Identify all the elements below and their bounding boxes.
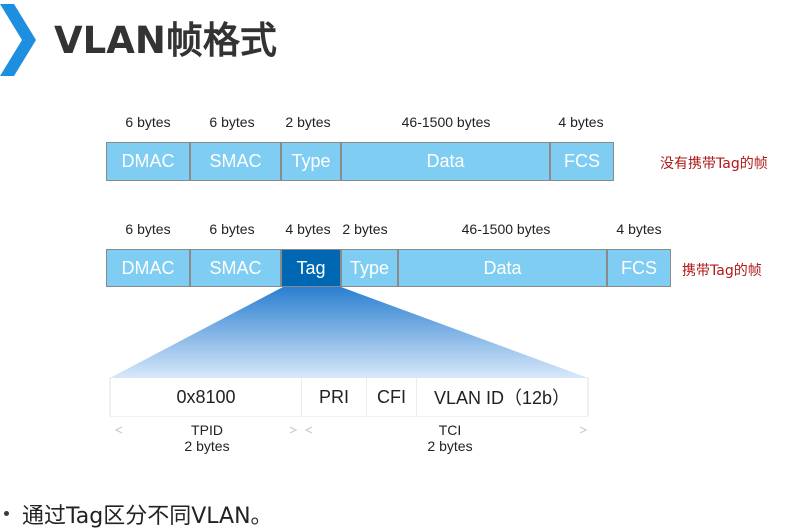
field-fcs: FCS	[550, 142, 614, 181]
tci-label: TCI	[438, 422, 462, 438]
tpid-label: TPID	[191, 422, 223, 438]
size-label-tag: 4 bytes	[285, 221, 331, 237]
size-label-data: 46-1500 bytes	[401, 114, 491, 130]
field-smac: SMAC	[190, 142, 281, 181]
field-tag: Tag	[281, 249, 341, 287]
tagged-frame-caption: 携带Tag的帧	[682, 263, 762, 279]
tag-field-pri: PRI	[302, 378, 366, 416]
field-dmac: DMAC	[106, 249, 190, 287]
bullet-dot	[4, 511, 9, 516]
field-dmac: DMAC	[106, 142, 190, 181]
tag-field-tpid-value: 0x8100	[111, 378, 301, 416]
title-chevron-icon	[0, 4, 36, 76]
size-label-fcs: 4 bytes	[616, 221, 662, 237]
field-type: Type	[281, 142, 341, 181]
tag-field-cfi: CFI	[367, 378, 416, 416]
field-smac: SMAC	[190, 249, 281, 287]
field-data: Data	[341, 142, 550, 181]
untagged-frame-caption: 没有携带Tag的帧	[660, 156, 768, 172]
size-label-smac: 6 bytes	[209, 114, 255, 130]
tag-expansion-wedge	[110, 287, 588, 378]
size-label-fcs: 4 bytes	[558, 114, 604, 130]
size-label-dmac: 6 bytes	[125, 221, 171, 237]
size-label-type: 2 bytes	[285, 114, 331, 130]
size-label-data: 46-1500 bytes	[461, 221, 551, 237]
bullet-text: 通过Tag区分不同VLAN。	[22, 504, 273, 529]
field-type: Type	[341, 249, 398, 287]
tpid-size-label: 2 bytes	[184, 438, 230, 454]
size-label-dmac: 6 bytes	[125, 114, 171, 130]
tag-field-vlan-id: VLAN ID（12b）	[417, 378, 587, 416]
field-data: Data	[398, 249, 607, 287]
page-title: VLAN帧格式	[54, 19, 277, 62]
size-label-smac: 6 bytes	[209, 221, 255, 237]
tci-size-label: 2 bytes	[427, 438, 473, 454]
size-label-type: 2 bytes	[342, 221, 388, 237]
field-fcs: FCS	[607, 249, 671, 287]
